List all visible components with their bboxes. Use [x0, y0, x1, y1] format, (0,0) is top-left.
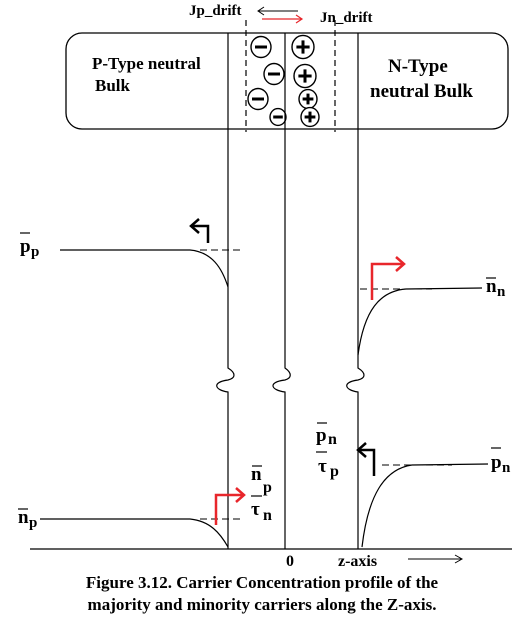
n-bulk-line2: neutral Bulk: [370, 81, 473, 102]
pn-letter: p: [491, 452, 502, 473]
pn-label: p n: [491, 447, 511, 476]
minus-ion-icon: [247, 87, 269, 111]
right-depletion-edge-line: [346, 33, 365, 549]
figure-caption: Figure 3.12. Carrier Concentration profi…: [0, 572, 524, 616]
nn-subscript: n: [497, 284, 506, 300]
nn-arrow-right-icon: [370, 256, 406, 300]
tau-p-symbol: τ: [318, 456, 327, 477]
pn-minority-curve: [361, 463, 489, 548]
jp-drift-arrow: [257, 6, 298, 16]
pp-letter: p: [20, 236, 31, 257]
pp-majority-curve: [60, 249, 229, 288]
np-over-tau-numerator-subscript: p: [263, 479, 272, 496]
pn-over-tau-numerator: p: [316, 425, 327, 446]
minus-ion-icon: [263, 62, 285, 86]
jn-drift-arrow: [262, 14, 304, 24]
pn-arrow-left-icon: [356, 442, 376, 476]
minus-ion-icon: [269, 107, 287, 127]
pp-arrow-left-icon: [189, 218, 210, 243]
pn-over-tau-p-label: p n τ p: [316, 422, 339, 480]
jn-drift-label: Jn_drift: [320, 10, 373, 26]
p-bulk-line2: Bulk: [95, 76, 131, 95]
caption-line-2: majority and minority carriers along the…: [87, 595, 437, 614]
np-over-tau-n-label: n p τ n: [251, 464, 272, 524]
np-letter: n: [18, 507, 29, 528]
z-axis-arrow: [408, 554, 464, 564]
plus-ion-icon: [291, 34, 315, 60]
minus-ion-icon: [250, 35, 272, 59]
n-bulk-line1: N-Type: [388, 56, 448, 77]
nn-letter: n: [486, 276, 497, 297]
pn-subscript: n: [502, 460, 511, 476]
plus-ion-icon: [300, 106, 320, 128]
plus-ion-icon: [298, 88, 318, 110]
np-minority-curve: [40, 518, 229, 548]
caption-line-1: Figure 3.12. Carrier Concentration profi…: [85, 573, 439, 592]
pp-subscript: p: [31, 244, 39, 260]
nn-label: n n: [486, 276, 506, 300]
pn-over-tau-numerator-subscript: n: [328, 431, 337, 448]
p-bulk-line1: P-Type neutral: [92, 54, 201, 73]
tau-n-symbol: τ: [251, 499, 260, 520]
nn-majority-curve: [357, 287, 483, 356]
plus-ion-icon: [293, 63, 317, 89]
tau-n-subscript: n: [263, 507, 272, 524]
np-arrow-right-icon: [214, 487, 246, 525]
z-axis-label: z-axis: [338, 553, 377, 570]
origin-label: 0: [286, 553, 294, 570]
np-over-tau-numerator: n: [251, 464, 262, 485]
ion-group: [247, 34, 320, 128]
pp-label: p p: [20, 232, 39, 260]
left-depletion-edge-line: [216, 33, 235, 549]
jp-drift-label: Jp_drift: [189, 3, 242, 19]
np-subscript: p: [29, 515, 37, 531]
np-label: n p: [18, 507, 37, 531]
junction-box: [65, 32, 509, 130]
junction-center-line: [272, 33, 291, 549]
tau-p-subscript: p: [330, 463, 339, 480]
